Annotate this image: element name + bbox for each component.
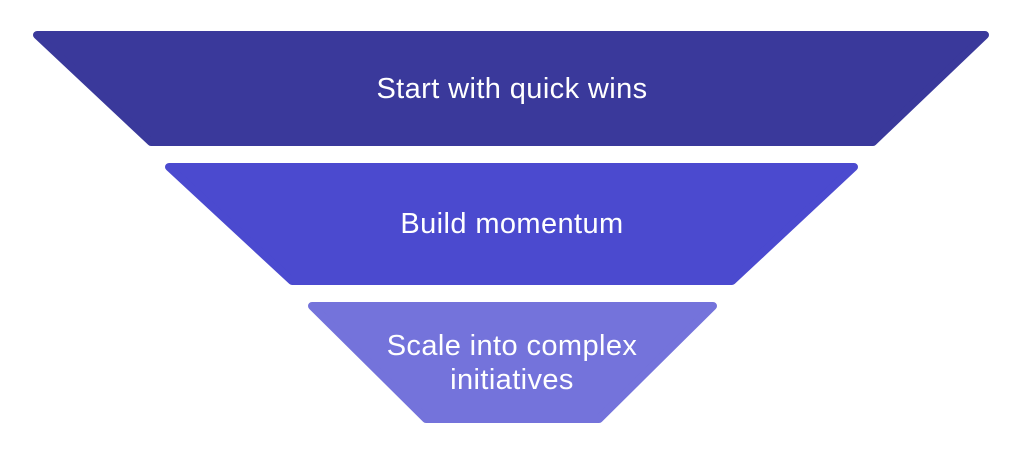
funnel-level-3-shape bbox=[308, 302, 717, 423]
funnel-level-2-shape bbox=[165, 163, 858, 285]
funnel-level-1-shape bbox=[33, 31, 989, 146]
